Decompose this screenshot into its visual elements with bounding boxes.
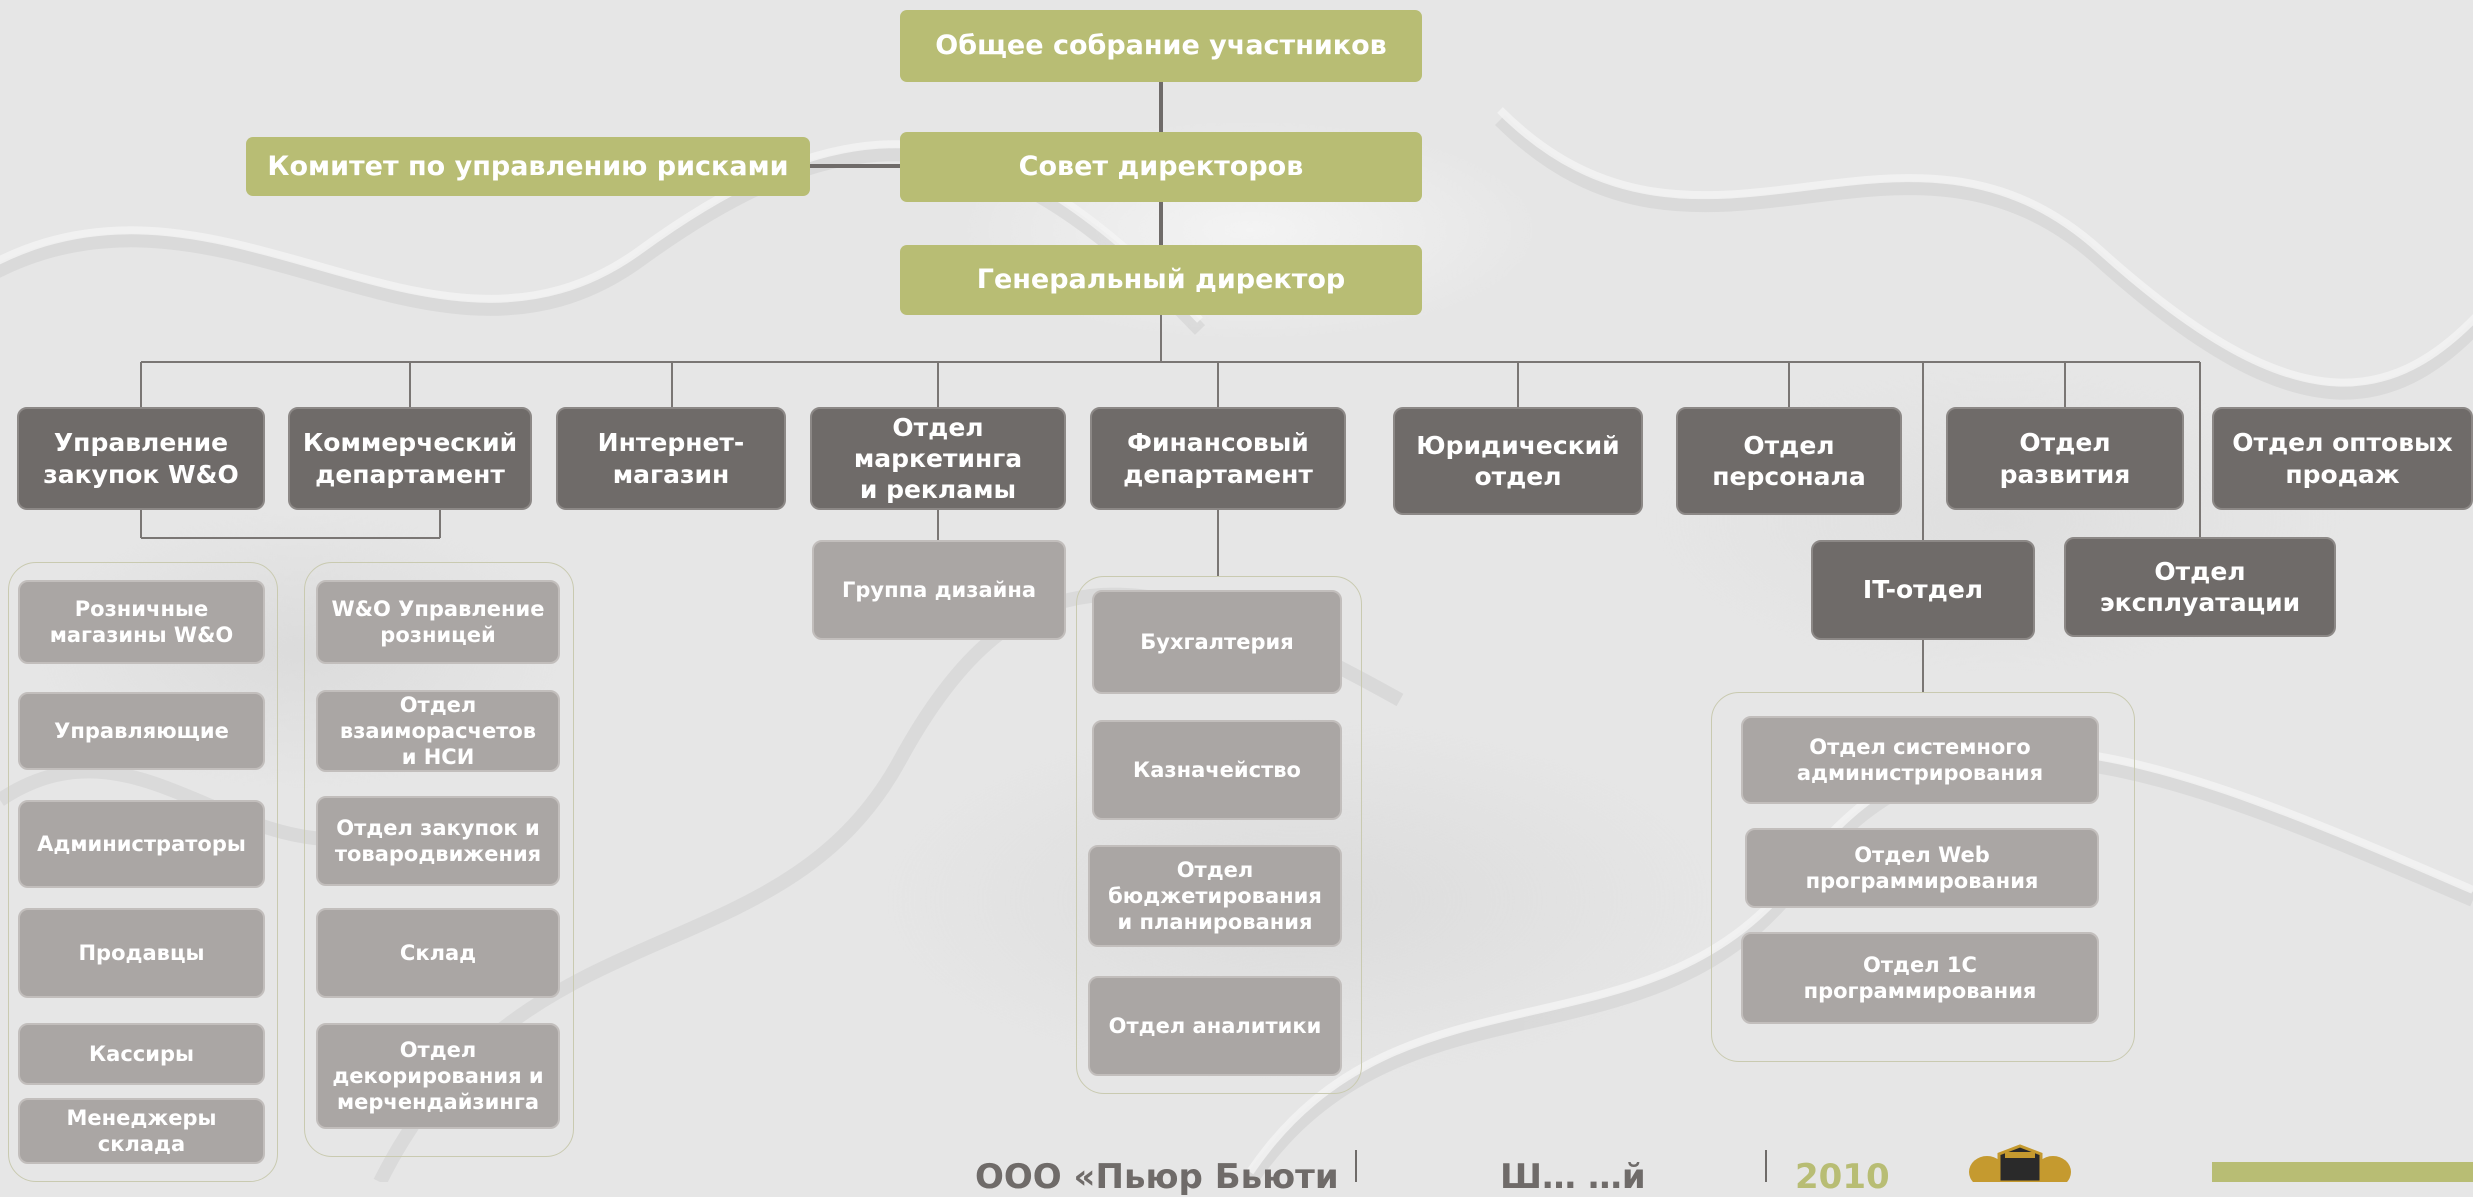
footer-divider-1 (1355, 1150, 1357, 1182)
procurement-logistics-box: Отдел закупок и товародвижения (316, 796, 560, 886)
web-programming-box: Отдел Web программирования (1745, 828, 2099, 908)
administrators-box: Администраторы (18, 800, 265, 888)
analytics-box: Отдел аналитики (1088, 976, 1342, 1076)
wholesale-department-box: Отдел оптовых продаж (2212, 407, 2473, 510)
finance-units-group (1076, 576, 1362, 1094)
treasury-box: Казначейство (1092, 720, 1342, 820)
footer-accent-block (2212, 1162, 2473, 1182)
retail-stores-box: Розничные магазины W&O (18, 580, 265, 664)
design-group-box: Группа дизайна (812, 540, 1066, 640)
marketing-department-box: Отдел маркетинга и рекламы (810, 407, 1066, 510)
it-department-box: IT-отдел (1811, 540, 2035, 640)
warehouse-managers-box: Менеджеры склада (18, 1098, 265, 1164)
purchasing-management-box: Управление закупок W&O (17, 407, 265, 510)
finance-department-box: Финансовый департамент (1090, 407, 1346, 510)
company-crest-icon (1969, 1144, 2071, 1182)
warehouse-box: Склад (316, 908, 560, 998)
accounting-box: Бухгалтерия (1092, 590, 1342, 694)
footer-year-text: 2010 (1795, 1157, 1890, 1197)
development-department-box: Отдел развития (1946, 407, 2184, 510)
decorating-merchandising-box: Отдел декорирования и мерчендайзинга (316, 1023, 560, 1129)
operations-department-box: Отдел эксплуатации (2064, 537, 2336, 637)
board-of-directors-box: Совет директоров (900, 132, 1422, 202)
retail-management-box: W&O Управление розницей (316, 580, 560, 664)
1c-programming-box: Отдел 1С программирования (1741, 932, 2099, 1024)
budgeting-planning-box: Отдел бюджетирования и планирования (1088, 845, 1342, 947)
general-assembly-box: Общее собрание участников (900, 10, 1422, 82)
sellers-box: Продавцы (18, 908, 265, 998)
personnel-department-box: Отдел персонала (1676, 407, 1902, 515)
settlements-nsi-box: Отдел взаиморасчетов и НСИ (316, 690, 560, 772)
online-store-box: Интернет- магазин (556, 407, 786, 510)
it-units-group (1711, 692, 2135, 1062)
system-administration-box: Отдел системного администрирования (1741, 716, 2099, 804)
footer-company-text: ООО «Пьюр Бьюти (975, 1157, 1339, 1197)
risk-committee-box: Комитет по управлению рисками (246, 137, 810, 196)
cashiers-box: Кассиры (18, 1023, 265, 1085)
footer-brand-text: Ш… …й (1500, 1157, 1646, 1197)
footer-divider-2 (1765, 1150, 1767, 1182)
commercial-units-group (304, 562, 574, 1157)
managers-box: Управляющие (18, 692, 265, 770)
general-director-box: Генеральный директор (900, 245, 1422, 315)
legal-department-box: Юридический отдел (1393, 407, 1643, 515)
commercial-department-box: Коммерческий департамент (288, 407, 532, 510)
